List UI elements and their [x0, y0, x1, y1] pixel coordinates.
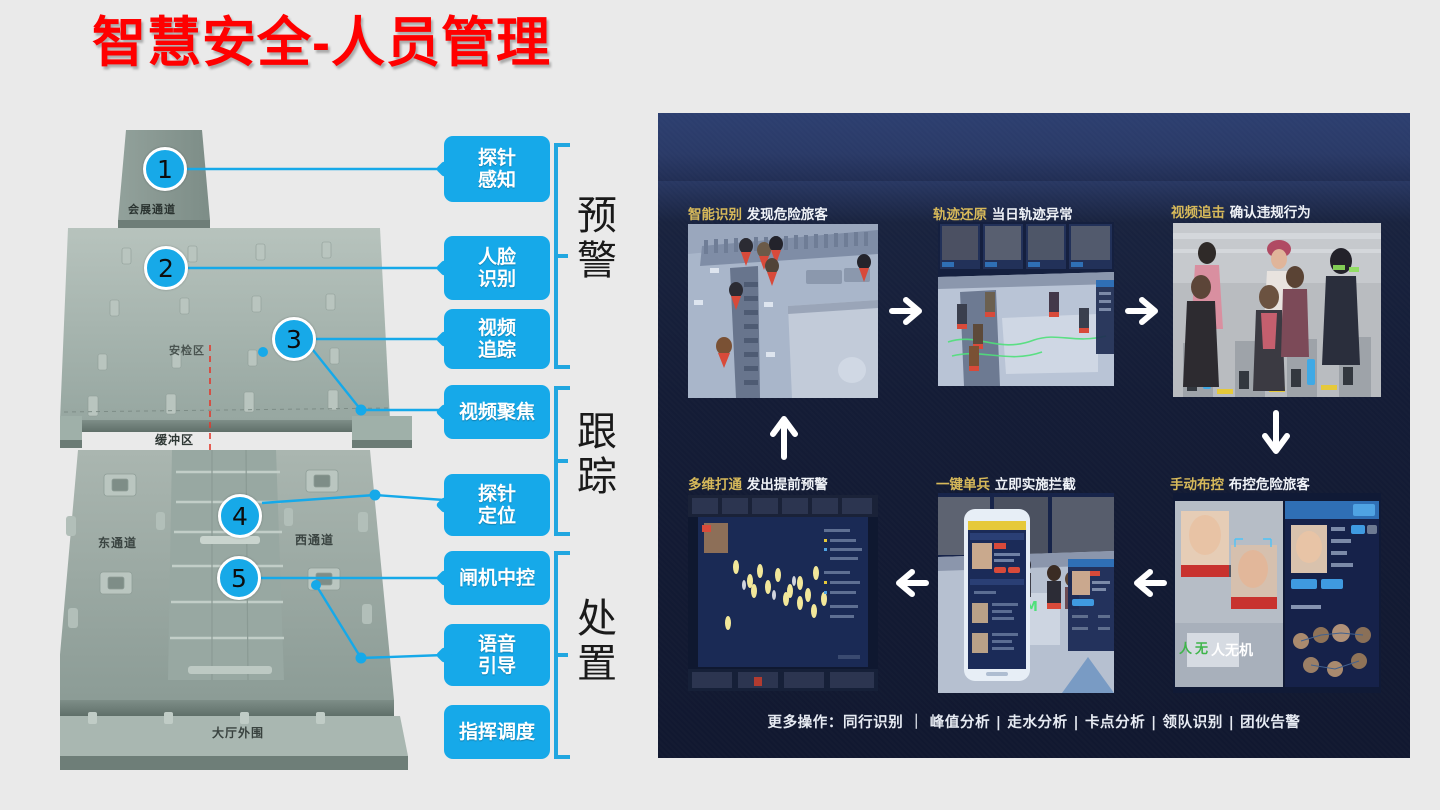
- callout-pin-4-number: 4: [232, 501, 248, 531]
- chip-gate-central-control-label: 闸机中控: [458, 566, 535, 589]
- callout-pin-2[interactable]: 2: [144, 246, 188, 290]
- step-6-caption: 多维打通 发出提前预警: [688, 473, 828, 493]
- chip-command-dispatch-label: 指挥调度: [458, 720, 535, 743]
- callout-pin-2-number: 2: [158, 253, 174, 283]
- step-1-value: 发现危险旅客: [746, 207, 828, 223]
- venue-3d-svg: [60, 130, 412, 770]
- callout-pin-1[interactable]: 1: [143, 147, 187, 191]
- chip-face-recognition-label: 人脸 识别: [477, 245, 516, 290]
- chip-video-focus-label: 视频聚焦: [458, 400, 535, 423]
- chip-voice-guidance-label: 语音 引导: [477, 632, 516, 677]
- arrow-up-step6-to-step1: [770, 416, 798, 460]
- step-3-value: 确认违规行为: [1229, 205, 1311, 221]
- step-5-image-mobile-dispatch[interactable]: FM: [938, 493, 1114, 693]
- arrow-right-step2-to-step3: [1125, 297, 1158, 325]
- step-3-image-gate-surveillance[interactable]: [1173, 223, 1381, 397]
- chip-video-tracking[interactable]: 视频 追踪: [435, 309, 550, 369]
- step-5-caption: 一键单兵 立即实施拦截: [936, 473, 1076, 493]
- floor-label-east-corridor: 东通道: [98, 536, 138, 550]
- callout-pin-5-number: 5: [231, 563, 247, 593]
- group-label-warning: 预 警: [577, 193, 617, 284]
- step-5-key: 一键单兵: [936, 477, 990, 493]
- chip-video-focus[interactable]: 视频聚焦: [435, 385, 550, 439]
- callout-pin-4[interactable]: 4: [218, 494, 262, 538]
- step-1-caption: 智能识别 发现危险旅客: [688, 203, 828, 223]
- arrow-down-step3-to-step4: [1262, 410, 1290, 454]
- step-2-caption: 轨迹还原 当日轨迹异常: [933, 203, 1073, 223]
- step-5-value: 立即实施拦截: [994, 477, 1076, 493]
- page-title: 智慧安全-人员管理: [92, 13, 551, 73]
- callout-pin-1-number: 1: [157, 154, 173, 184]
- svg-text:无: 无: [1194, 642, 1208, 657]
- step-2-value: 当日轨迹异常: [991, 207, 1073, 223]
- group-bracket-disposal: [546, 551, 572, 759]
- arrow-left-step4-to-step5: [1134, 569, 1167, 597]
- step-2-image-trajectory-replay[interactable]: [938, 222, 1114, 386]
- step-6-image-alert-dashboard[interactable]: [688, 495, 878, 691]
- more-operations-footer: 更多操作：同行识别 ｜ 峰值分析 | 走水分析 | 卡点分析 | 领队识别 | …: [767, 715, 1301, 731]
- chip-probe-sensing[interactable]: 探针 感知: [435, 136, 550, 202]
- step-2-key: 轨迹还原: [933, 207, 987, 223]
- step-4-caption: 手动布控 布控危险旅客: [1170, 473, 1310, 493]
- group-bracket-warning: [546, 143, 572, 369]
- step-1-key: 智能识别: [688, 207, 742, 223]
- chip-voice-guidance[interactable]: 语音 引导: [435, 624, 550, 686]
- group-bracket-tracking: [546, 386, 572, 536]
- venue-3d-illustration: 会展通道 安检区 缓冲区 东通道 西通道 大厅外围: [60, 120, 460, 780]
- callout-pin-5[interactable]: 5: [217, 556, 261, 600]
- step-4-key: 手动布控: [1170, 477, 1224, 493]
- callout-pin-3-number: 3: [286, 324, 302, 354]
- chip-command-dispatch[interactable]: 指挥调度: [444, 705, 550, 759]
- svg-text:人无机: 人无机: [1211, 642, 1253, 659]
- svg-text:人: 人: [1179, 641, 1193, 657]
- floor-label-security-check: 安检区: [169, 344, 205, 357]
- group-label-disposal: 处 置: [577, 596, 617, 687]
- step-3-caption: 视频追击 确认违规行为: [1171, 201, 1311, 221]
- floor-label-hall-perimeter: 大厅外围: [212, 726, 265, 740]
- chip-probe-positioning[interactable]: 探针 定位: [435, 474, 550, 536]
- chip-probe-positioning-label: 探针 定位: [477, 482, 516, 527]
- arrow-right-step1-to-step2: [889, 297, 922, 325]
- step-3-key: 视频追击: [1171, 205, 1225, 221]
- group-label-tracking: 跟 踪: [577, 409, 617, 500]
- floor-label-west-corridor: 西通道: [295, 533, 335, 547]
- chip-gate-central-control[interactable]: 闸机中控: [435, 551, 550, 605]
- callout-pin-3[interactable]: 3: [272, 317, 316, 361]
- step-4-value: 布控危险旅客: [1228, 477, 1310, 493]
- workflow-panel: 智能识别 发现危险旅客 轨迹还原 当日轨迹异常 视频追击 确认违规行为 多维打通…: [658, 113, 1410, 758]
- step-6-value: 发出提前预警: [746, 477, 828, 493]
- step-6-key: 多维打通: [688, 477, 742, 493]
- floor-label-buffer-zone: 缓冲区: [155, 433, 195, 447]
- arrow-left-step5-to-step6: [896, 569, 929, 597]
- floor-label-exhibition-corridor: 会展通道: [128, 203, 176, 216]
- step-1-image-3d-venue-map[interactable]: [688, 224, 878, 398]
- chip-face-recognition[interactable]: 人脸 识别: [435, 236, 550, 300]
- panel-top-band: [658, 113, 1410, 181]
- step-4-image-face-control[interactable]: 人无 人无机: [1173, 493, 1381, 693]
- chip-video-tracking-label: 视频 追踪: [477, 316, 516, 361]
- chip-probe-sensing-label: 探针 感知: [477, 146, 516, 191]
